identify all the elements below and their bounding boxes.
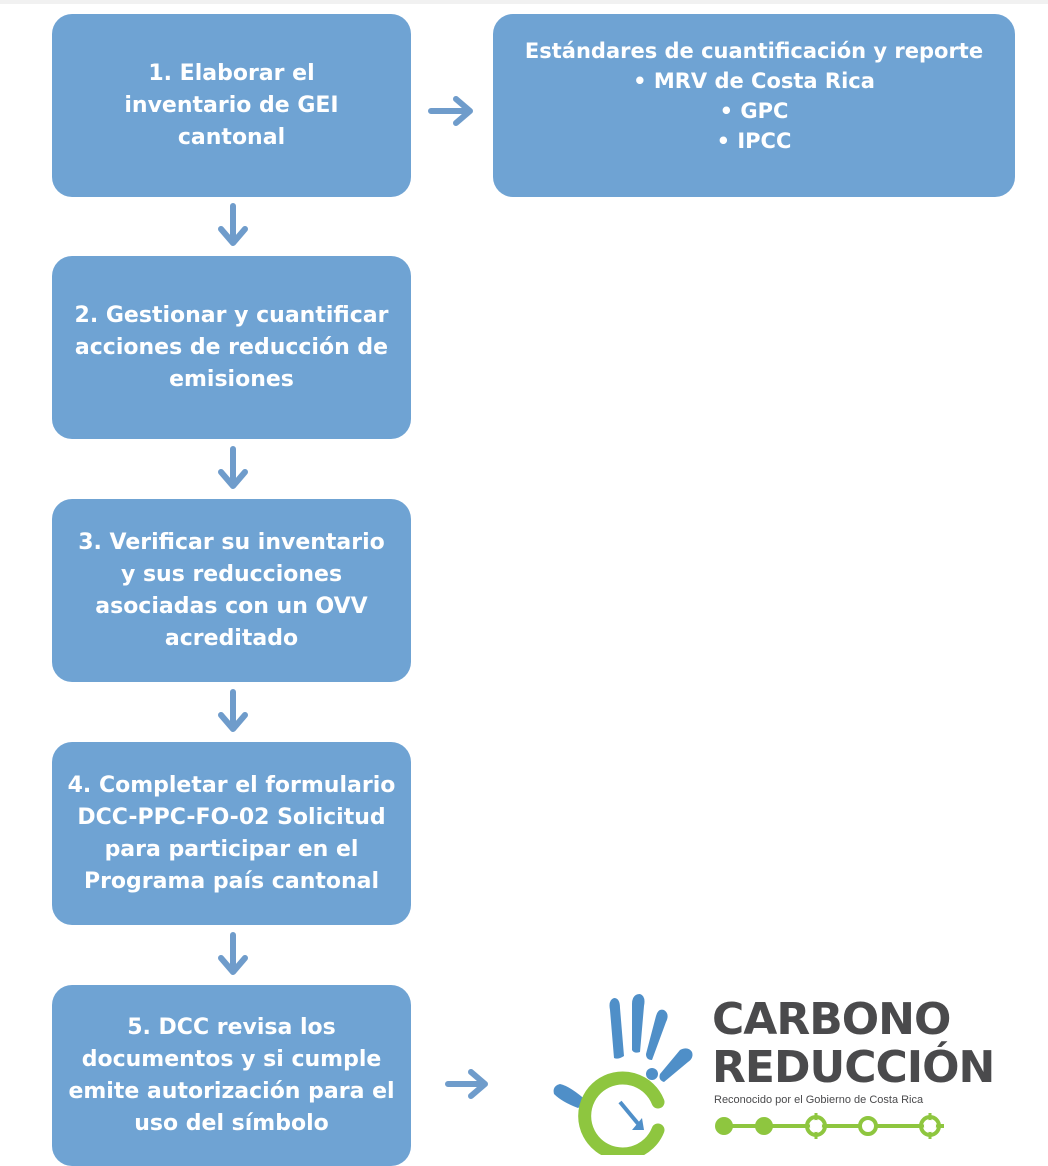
top-divider bbox=[0, 0, 1048, 4]
down-arrow-icon bbox=[218, 446, 248, 489]
step-5-box: 5. DCC revisa los documentos y si cumple… bbox=[52, 985, 411, 1166]
step-5-label: 5. DCC revisa los documentos y si cumple… bbox=[68, 1014, 395, 1136]
standards-item-gpc: • GPC bbox=[719, 99, 789, 123]
step-3-label: 3. Verificar su inventario y sus reducci… bbox=[78, 529, 385, 651]
step-4-label: 4. Completar el formulario DCC-PPC-FO-02… bbox=[67, 772, 396, 894]
down-arrow-icon bbox=[218, 932, 248, 975]
brand-word-reduccion: REDUCCIÓN bbox=[712, 1042, 995, 1093]
brand-subtitle: Reconocido por el Gobierno de Costa Rica bbox=[714, 1094, 924, 1106]
standards-title: Estándares de cuantificación y reporte bbox=[524, 39, 984, 63]
step-2-label: 2. Gestionar y cuantificar acciones de r… bbox=[74, 302, 389, 392]
progress-dots-icon bbox=[715, 1113, 944, 1139]
right-arrow-icon bbox=[445, 1069, 488, 1099]
standards-box: Estándares de cuantificación y reporte •… bbox=[493, 14, 1015, 197]
step-3-box: 3. Verificar su inventario y sus reducci… bbox=[52, 499, 411, 682]
step-2-box: 2. Gestionar y cuantificar acciones de r… bbox=[52, 256, 411, 439]
carbono-reduccion-logo: CARBONO REDUCCIÓN Reconocido por el Gobi… bbox=[548, 990, 995, 1155]
down-arrow-icon bbox=[218, 689, 248, 732]
brand-word-carbono: CARBONO bbox=[712, 994, 951, 1045]
step-4-box: 4. Completar el formulario DCC-PPC-FO-02… bbox=[52, 742, 411, 925]
step-1-label: 1. Elaborar el inventario de GEI cantona… bbox=[124, 60, 339, 150]
step-1-box: 1. Elaborar el inventario de GEI cantona… bbox=[52, 14, 411, 197]
hand-icon bbox=[553, 994, 693, 1155]
standards-item-ipcc: • IPCC bbox=[716, 129, 792, 153]
down-arrow-icon bbox=[218, 203, 248, 246]
standards-item-mrv: • MRV de Costa Rica bbox=[633, 69, 875, 93]
right-arrow-icon bbox=[428, 96, 473, 126]
